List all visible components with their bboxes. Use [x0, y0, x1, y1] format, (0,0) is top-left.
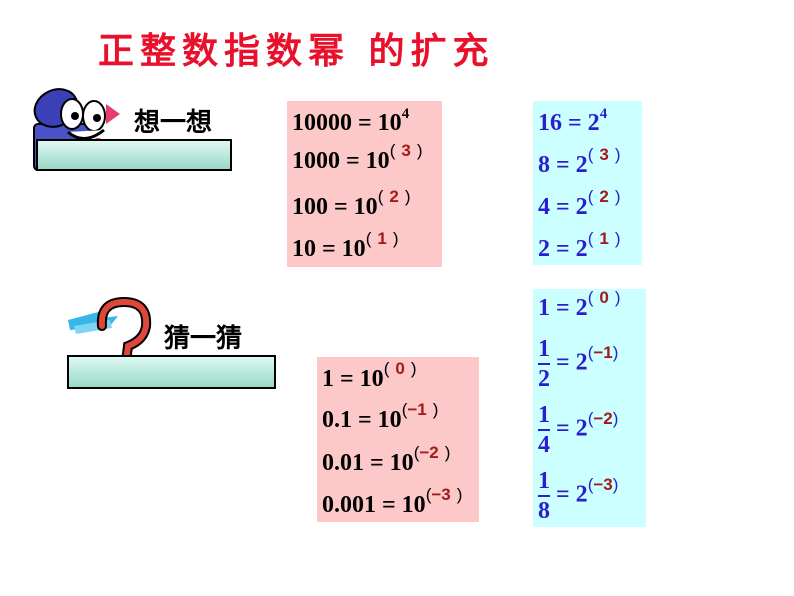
- equation-row: 2 = 2( 1 ): [538, 229, 621, 263]
- paren-close: ): [612, 474, 619, 494]
- answer: 1: [599, 229, 609, 248]
- equation-rhs: = 2: [556, 349, 588, 376]
- fraction-line: [538, 429, 550, 431]
- answer: 2: [389, 187, 399, 206]
- answer: −2: [593, 408, 613, 428]
- equation-row: 0.001 = 10(−3 ): [322, 485, 462, 519]
- fraction-line: [538, 363, 550, 365]
- numerator: 1: [538, 402, 550, 428]
- equation-row: 1000 = 10( 3 ): [292, 141, 423, 175]
- answer: 0: [599, 288, 609, 307]
- answer: 3: [401, 141, 411, 160]
- answer: 0: [395, 359, 405, 378]
- paren-open: (: [587, 474, 594, 494]
- equation-lhs: 0.01 = 10: [322, 450, 414, 476]
- equation-row: 0.01 = 10(−2 ): [322, 443, 450, 477]
- paren-close: ): [416, 141, 423, 160]
- answer: −1: [593, 342, 613, 362]
- think-label: 想一想: [134, 108, 213, 138]
- pink-box-powers-of-ten: [287, 101, 442, 267]
- paren-close: ): [404, 187, 411, 206]
- equation-lhs: 1 = 10: [322, 366, 384, 392]
- cyan-box-negative-powers-of-two: [533, 289, 646, 527]
- equation-row: 10 = 10( 1 ): [292, 229, 399, 263]
- equation-lhs: 1 = 2: [538, 295, 588, 321]
- equation-lhs: 100 = 10: [292, 194, 378, 220]
- equation-row: 1 = 2( 0 ): [538, 288, 621, 322]
- equation-lhs: 0.1 = 10: [322, 407, 402, 433]
- paren-close: ): [614, 229, 621, 248]
- paren-open: (: [365, 229, 372, 248]
- equation-row: 100 = 10( 2 ): [292, 187, 411, 221]
- answer: −1: [407, 400, 427, 419]
- answer: −2: [419, 443, 439, 462]
- pink-box-negative-powers-of-ten: [317, 357, 479, 522]
- equation-row: 4 = 2( 2 ): [538, 187, 621, 221]
- cyan-box-powers-of-two: [533, 101, 642, 265]
- guess-bar: [67, 355, 276, 389]
- denominator: 8: [538, 498, 550, 524]
- think-bar: [36, 139, 232, 171]
- equation-rhs: = 2: [556, 415, 588, 442]
- guess-label: 猜一猜: [164, 324, 243, 354]
- paren-close: ): [456, 485, 463, 504]
- equation-row: 10000 = 104: [292, 106, 409, 137]
- fraction-line: [538, 495, 550, 497]
- paren-close: ): [612, 342, 619, 362]
- answer: 1: [377, 229, 387, 248]
- paren-open: (: [377, 187, 384, 206]
- answer: 3: [599, 145, 609, 164]
- equation-lhs: 4 = 2: [538, 194, 588, 220]
- paren-close: ): [432, 400, 439, 419]
- equation-lhs: 0.001 = 10: [322, 492, 426, 518]
- paren-open: (: [383, 359, 390, 378]
- answer: −3: [593, 474, 613, 494]
- paren-close: ): [392, 229, 399, 248]
- paren-open: (: [401, 400, 408, 419]
- paren-open: (: [587, 145, 594, 164]
- equation-row: 1 = 10( 0 ): [322, 359, 417, 393]
- numerator: 1: [538, 468, 550, 494]
- paren-close: ): [614, 145, 621, 164]
- exponent: 4: [599, 106, 608, 122]
- paren-close: ): [614, 187, 621, 206]
- equation-lhs: 16 = 2: [538, 110, 600, 136]
- equation-lhs: 8 = 2: [538, 152, 588, 178]
- paren-open: (: [587, 187, 594, 206]
- denominator: 4: [538, 432, 550, 458]
- equation-lhs: 10000 = 10: [292, 110, 402, 136]
- paren-open: (: [587, 229, 594, 248]
- equation-row: 0.1 = 10(−1 ): [322, 400, 438, 434]
- numerator: 1: [538, 336, 550, 362]
- paren-open: (: [413, 443, 420, 462]
- equation-row: 16 = 24: [538, 106, 607, 137]
- paren-open: (: [587, 342, 594, 362]
- paren-open: (: [587, 408, 594, 428]
- paren-open: (: [425, 485, 432, 504]
- answer: 2: [599, 187, 609, 206]
- paren-close: ): [444, 443, 451, 462]
- paren-close: ): [612, 408, 619, 428]
- paren-close: ): [410, 359, 417, 378]
- paren-open: (: [389, 141, 396, 160]
- paren-open: (: [587, 288, 594, 307]
- equation-lhs: 1000 = 10: [292, 148, 390, 174]
- paren-close: ): [614, 288, 621, 307]
- exponent: 4: [401, 106, 410, 122]
- equation-rhs: = 2: [556, 481, 588, 508]
- page-title: 正整数指数幂 的扩充: [98, 31, 495, 72]
- denominator: 2: [538, 366, 550, 392]
- equation-lhs: 10 = 10: [292, 236, 366, 262]
- equation-lhs: 2 = 2: [538, 236, 588, 262]
- equation-row: 8 = 2( 3 ): [538, 145, 621, 179]
- answer: −3: [431, 485, 451, 504]
